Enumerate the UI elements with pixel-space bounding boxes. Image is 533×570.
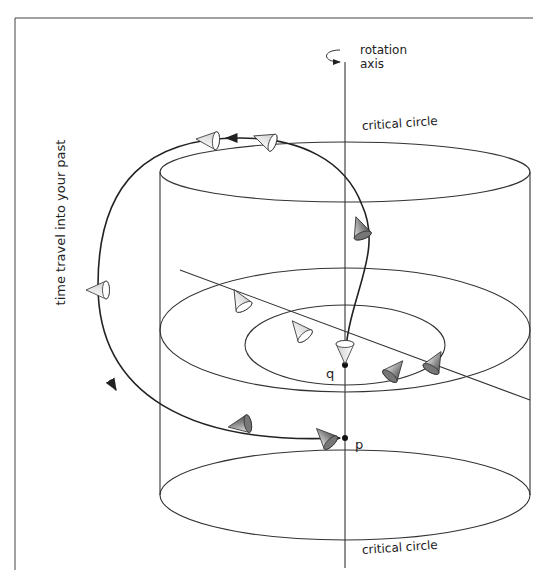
axis-label: rotation axis — [360, 44, 412, 72]
point-label: p — [355, 438, 363, 453]
circle-label: critical circle — [362, 539, 439, 558]
light-cone — [195, 130, 220, 150]
light-cone — [421, 347, 448, 376]
light-cone — [310, 422, 339, 451]
light-cones — [86, 127, 449, 451]
rotation-arrow — [327, 50, 341, 62]
curve-arrow — [226, 137, 236, 139]
plane-line — [180, 270, 530, 400]
light-cone — [347, 214, 372, 242]
light-cone — [226, 285, 253, 314]
light-cone — [285, 315, 314, 345]
light-cone — [381, 355, 410, 385]
light-cone — [227, 414, 253, 436]
frame-border — [15, 18, 533, 570]
closed-timelike-curve — [98, 138, 369, 439]
point-label: q — [326, 367, 334, 382]
light-cone — [251, 127, 279, 152]
cylinder-wall — [159, 172, 160, 495]
curve-arrow — [110, 380, 116, 390]
event-point — [342, 435, 348, 441]
rotation-axis-line — [344, 62, 345, 568]
light-cone — [336, 341, 354, 365]
curve-label: time travel into your past — [55, 139, 70, 305]
cylinder-wall — [529, 172, 530, 495]
light-cone — [86, 281, 110, 299]
circle-label: critical circle — [362, 115, 439, 134]
